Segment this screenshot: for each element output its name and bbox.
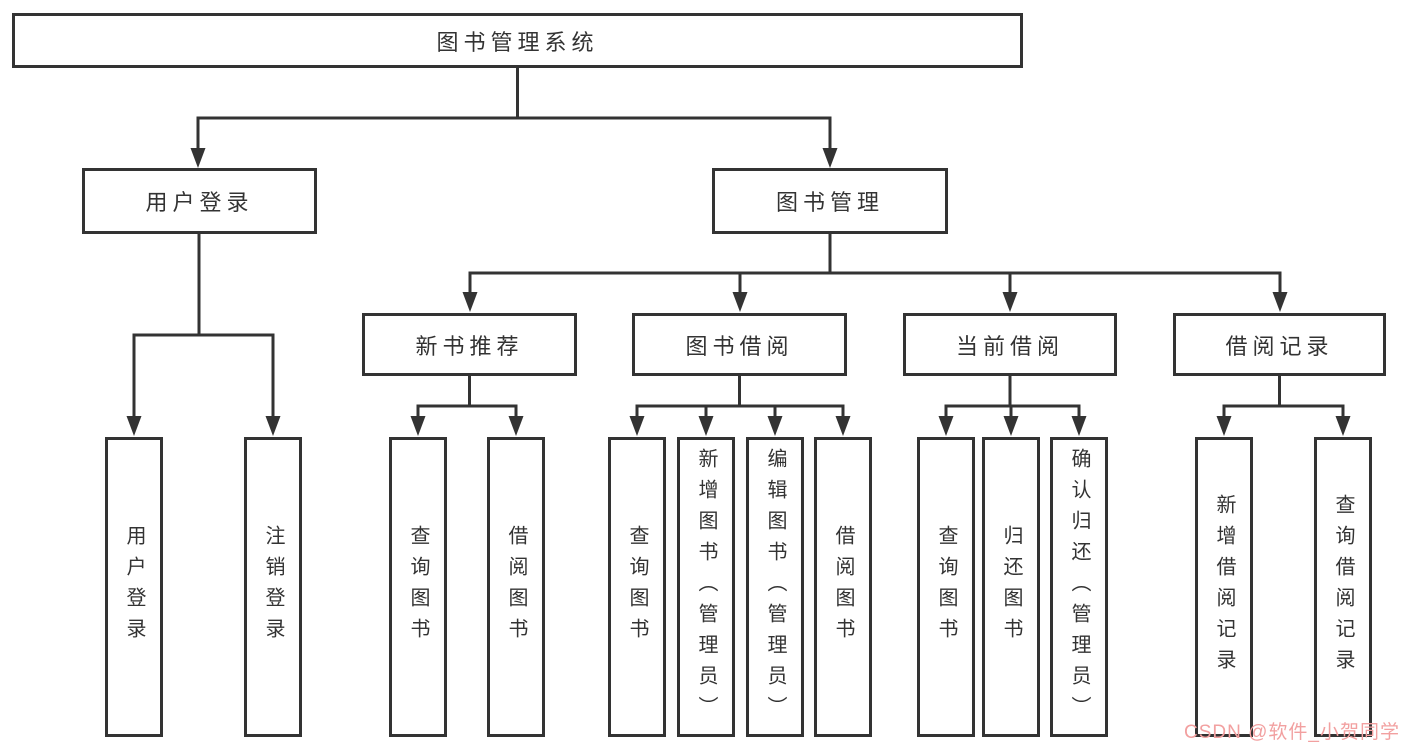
arrowhead-icon [1335,416,1351,436]
node-root: 图书管理系统 [12,13,1023,68]
leaf-confirm-return-admin: 确认归还（管理员） [1050,437,1108,737]
leaf-borrow-book: 借阅图书 [814,437,872,737]
leaf-add-book-admin: 新增图书（管理员） [677,437,735,737]
leaf-return-book: 归还图书 [982,437,1040,737]
leaf-query-book-current-label: 查询图书 [935,525,957,649]
arrowhead-icon [508,416,524,436]
node-root-label: 图书管理系统 [436,29,599,55]
leaf-user-login: 用户登录 [105,437,163,737]
arrowhead-icon [698,416,714,436]
leaf-query-book-borrow-label: 查询图书 [626,525,648,649]
arrowhead-icon [462,292,478,312]
watermark: CSDN @软件_小贺同学 [1184,722,1400,743]
node-new-book-recommend: 新书推荐 [362,313,577,376]
leaf-borrow-book-recommend: 借阅图书 [487,437,545,737]
node-book-borrow-label: 图书借阅 [685,333,794,359]
leaf-return-book-label: 归还图书 [1000,525,1022,649]
node-user-login: 用户登录 [82,168,317,234]
node-new-book-recommend-label: 新书推荐 [415,333,524,359]
leaf-borrow-book-label: 借阅图书 [832,525,854,649]
node-book-management: 图书管理 [712,168,948,234]
leaf-logout-label: 注销登录 [262,525,284,649]
arrowhead-icon [190,148,206,168]
leaf-user-login-label: 用户登录 [123,525,145,649]
arrowhead-icon [1272,292,1288,312]
arrowhead-icon [1216,416,1232,436]
arrowhead-icon [629,416,645,436]
node-current-borrow-label: 当前借阅 [955,333,1064,359]
leaf-query-book-recommend-label: 查询图书 [407,525,429,649]
arrowhead-icon [126,416,142,436]
arrowhead-icon [938,416,954,436]
node-borrow-records-label: 借阅记录 [1225,333,1334,359]
arrowhead-icon [265,416,281,436]
leaf-logout: 注销登录 [244,437,302,737]
leaf-query-book-borrow: 查询图书 [608,437,666,737]
tree-edges [132,66,1345,420]
arrowhead-icon [1002,292,1018,312]
leaf-query-book-recommend: 查询图书 [389,437,447,737]
arrowhead-icon [822,148,838,168]
node-current-borrow: 当前借阅 [903,313,1117,376]
leaf-add-borrow-record: 新增借阅记录 [1195,437,1253,737]
node-book-borrow: 图书借阅 [632,313,847,376]
leaf-add-borrow-record-label: 新增借阅记录 [1213,494,1235,680]
leaf-edit-book-admin: 编辑图书（管理员） [746,437,804,737]
leaf-confirm-return-admin-label: 确认归还（管理员） [1068,447,1090,727]
leaf-add-book-admin-label: 新增图书（管理员） [695,447,717,727]
arrowhead-icon [767,416,783,436]
arrowhead-icon [835,416,851,436]
leaf-query-borrow-record: 查询借阅记录 [1314,437,1372,737]
leaf-query-book-current: 查询图书 [917,437,975,737]
leaf-edit-book-admin-label: 编辑图书（管理员） [764,447,786,727]
leaf-borrow-book-recommend-label: 借阅图书 [505,525,527,649]
arrowhead-icon [1003,416,1019,436]
node-user-login-label: 用户登录 [145,190,254,215]
node-borrow-records: 借阅记录 [1173,313,1386,376]
arrowhead-icon [410,416,426,436]
arrowhead-icon [1071,416,1087,436]
leaf-query-borrow-record-label: 查询借阅记录 [1332,494,1354,680]
arrowhead-icon [732,292,748,312]
node-book-management-label: 图书管理 [775,190,884,215]
